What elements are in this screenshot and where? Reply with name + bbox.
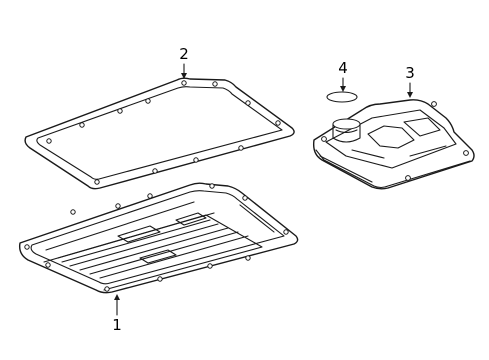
callout-1: 1: [112, 294, 122, 334]
callout-4-label: 4: [338, 59, 348, 77]
pan-bolt-holes: [24, 183, 289, 292]
oil-filter: [312, 99, 475, 190]
gasket-bolt-holes: [46, 80, 281, 185]
filter-seal: [326, 91, 358, 103]
oil-pan: [18, 182, 299, 294]
callout-1-label: 1: [112, 316, 122, 334]
callout-3-label: 3: [405, 64, 415, 82]
callout-2: 2: [179, 45, 189, 79]
pan-gasket: [24, 77, 295, 190]
callout-4: 4: [338, 59, 348, 92]
callout-3: 3: [405, 64, 415, 98]
callout-2-label: 2: [179, 45, 189, 63]
